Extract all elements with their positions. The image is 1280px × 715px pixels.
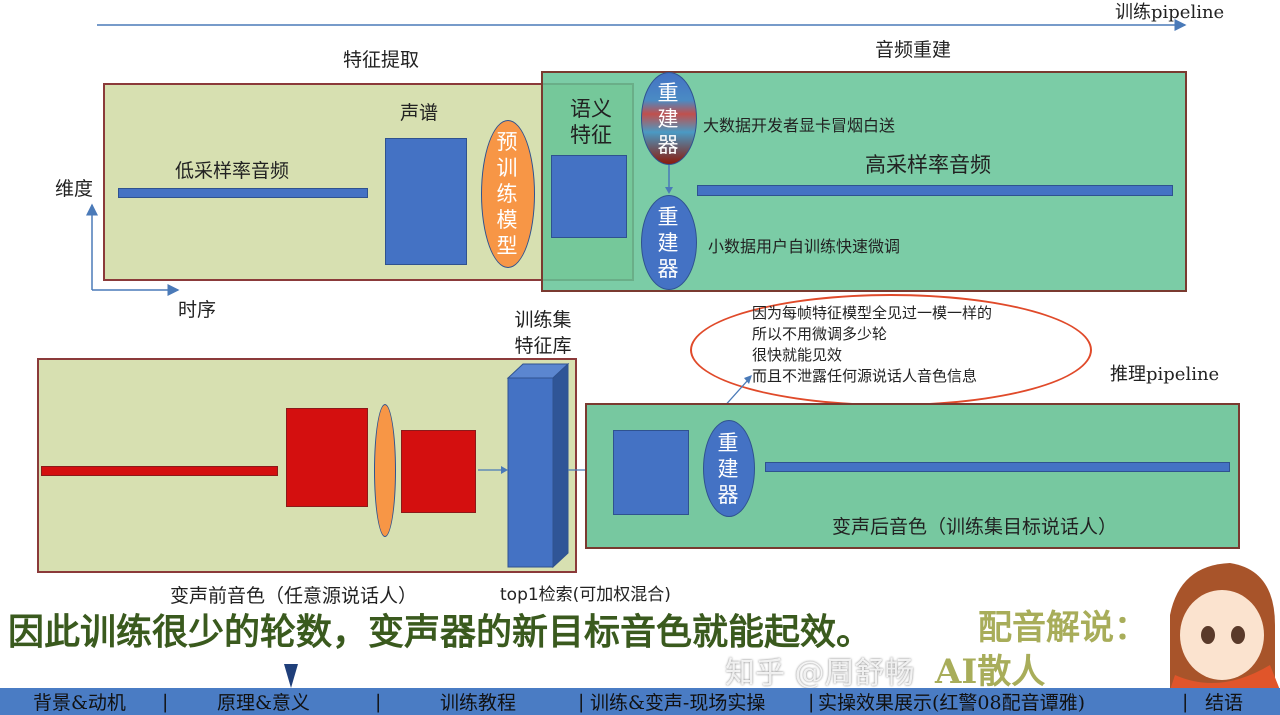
spectrum-label: 声谱 [400, 102, 439, 124]
small-data-note: 小数据用户自训练快速微调 [708, 237, 901, 256]
pretrained-model-ellipse [481, 120, 535, 268]
x-axis-label: 时序 [178, 299, 217, 321]
callout-line: 因为每帧特征模型全见过一模一样的 [752, 304, 993, 322]
reconstructor-label: 重建器 [657, 80, 681, 157]
nav-item-conclusion[interactable]: 结语 [1205, 692, 1244, 714]
semantic-feature-label: 语义特征 [570, 97, 612, 147]
big-data-note: 大数据开发者显卡冒烟白送 [703, 116, 896, 135]
down-arrow [665, 165, 673, 194]
retrieved-feature-block [613, 430, 689, 515]
callout-text: 因为每帧特征模型全见过一模一样的 所以不用微调多少轮 很快就能见效 而且不泄露任… [752, 303, 992, 387]
nav-separator: | [162, 690, 169, 713]
narration-label: 配音解说： [978, 608, 1148, 648]
pretrained-model-label: 预训练模型 [496, 130, 520, 258]
cartoon-avatar [1170, 563, 1280, 690]
target-voice-box [585, 403, 1240, 549]
semantic-feature-block [551, 155, 627, 238]
nav-item-tutorial[interactable]: 训练教程 [440, 692, 517, 714]
high-rate-audio-label: 高采样率音频 [865, 153, 991, 177]
low-rate-audio-label: 低采样率音频 [175, 160, 290, 182]
feature-extraction-title: 特征提取 [343, 49, 420, 71]
spectrum-block [385, 138, 467, 265]
retrieval-label: top1检索(可加权混合) [500, 585, 671, 605]
source-audio-bar [41, 466, 278, 476]
feature-bank-line: 特征库 [514, 335, 572, 357]
active-section-marker-icon [284, 664, 298, 688]
infer-reconstructor-label: 重建器 [717, 430, 741, 507]
callout-line: 所以不用微调多少轮 [752, 325, 888, 343]
narrator-name: AI散人 [935, 652, 1046, 692]
watermark: 知乎 @周舒畅 [725, 656, 915, 691]
nav-separator: | [1182, 690, 1189, 713]
low-rate-audio-bar [118, 188, 368, 198]
source-feature-block [401, 430, 476, 513]
feature-bank-line: 训练集 [514, 309, 572, 331]
callout-line: 很快就能见效 [752, 346, 843, 364]
section-nav-bar: 背景&动机 | 原理&意义 | 训练教程 | 训练&变声-现场实操 | 实操效果… [0, 688, 1280, 715]
nav-separator: | [808, 690, 815, 713]
infer-reconstructor-ellipse [703, 420, 755, 517]
feature-bank-3d [478, 362, 610, 569]
nav-item-results[interactable]: 实操效果展示(红警08配音谭雅) [818, 692, 1086, 714]
callout-line: 而且不泄露任何源说话人音色信息 [752, 367, 978, 385]
infer-pipeline-label: 推理pipeline [1110, 364, 1220, 385]
target-audio-bar [765, 462, 1230, 472]
audio-reconstruction-title: 音频重建 [875, 39, 952, 61]
source-spectrum-block [286, 408, 368, 507]
source-model-ellipse [374, 404, 396, 537]
feature-bank-label: 训练集特征库 [508, 307, 578, 359]
reconstructor-finetuned-ellipse [641, 195, 697, 290]
reconstructor-label: 重建器 [657, 204, 681, 281]
nav-item-background[interactable]: 背景&动机 [33, 692, 126, 714]
nav-separator: | [578, 690, 585, 713]
high-rate-audio-bar [697, 185, 1173, 196]
nav-item-live-demo[interactable]: 训练&变声-现场实操 [590, 692, 766, 714]
subtitle: 因此训练很少的轮数，变声器的新目标音色就能起效。 [8, 612, 873, 653]
target-voice-label: 变声后音色（训练集目标说话人） [832, 516, 1118, 538]
y-axis-label: 维度 [55, 178, 94, 200]
nav-separator: | [375, 690, 382, 713]
audio-reconstruction-box [541, 71, 1187, 292]
train-pipeline-label: 训练pipeline [1115, 2, 1225, 23]
reconstructor-pretrained-ellipse [641, 72, 697, 165]
source-voice-label: 变声前音色（任意源说话人） [170, 585, 418, 607]
nav-item-principle[interactable]: 原理&意义 [217, 692, 310, 714]
